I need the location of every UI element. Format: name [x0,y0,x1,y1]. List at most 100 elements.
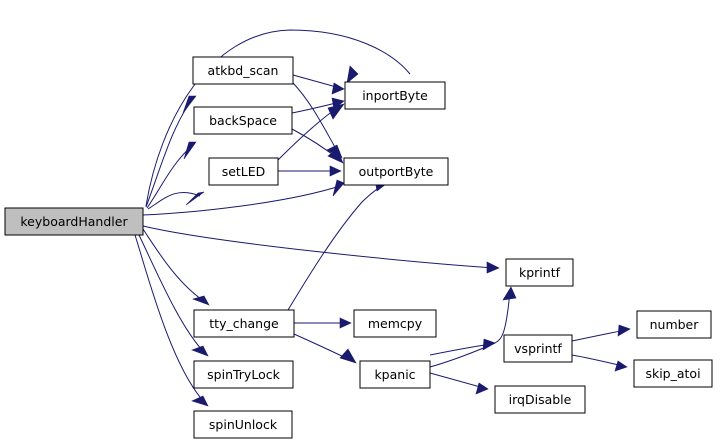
arrowhead-icon [191,345,209,357]
edge-line [292,74,341,89]
node-box[interactable] [193,106,293,135]
arrowhead-icon [614,360,628,372]
arrowhead-icon [191,395,209,407]
edge-line [429,372,485,389]
node-box[interactable] [353,309,437,338]
arrowhead-icon [502,286,517,301]
node-keyboardHandler[interactable]: keyboardHandler [4,207,144,236]
node-box[interactable] [505,258,574,287]
node-label: spinTryLock [207,367,280,382]
node-backSpace[interactable]: backSpace [193,106,293,135]
node-box[interactable] [193,410,293,439]
edge-line [147,191,201,210]
node-kprintf[interactable]: kprintf [505,258,574,287]
node-label: keyboardHandler [20,214,128,229]
edge-line [145,29,411,207]
edge-line [138,234,206,354]
edge-keyboardHandler-to-kprintf [142,225,500,274]
node-box[interactable] [359,360,431,389]
node-spinTryLock[interactable]: spinTryLock [193,360,294,389]
node-label: setLED [222,164,266,179]
node-outportByte[interactable]: outportByte [343,157,449,186]
edge-vsprintf-to-number [571,324,631,342]
edge-line [429,343,492,356]
arrowhead-icon [327,103,345,120]
node-setLED[interactable]: setLED [208,157,279,186]
node-box[interactable] [344,81,446,110]
arrowhead-icon [327,148,344,164]
edge-line [571,354,624,367]
node-box[interactable] [636,310,712,339]
edge-line [142,225,496,269]
edge-line [287,182,387,311]
arrowhead-icon [192,295,210,306]
node-box[interactable] [633,359,713,388]
edge-tty_change-to-kpanic [293,333,357,364]
edge-keyboardHandler-to-tty_change [142,228,210,306]
edge-tty_change-to-outportByte [287,179,391,311]
arrowhead-icon [617,324,631,337]
arrowhead-icon [183,141,197,160]
node-label: inportByte [362,88,428,103]
edge-keyboardHandler-to-outportByte [142,179,345,216]
arrowhead-icon [182,95,197,114]
node-inportByte[interactable]: inportByte [344,81,446,110]
node-label: kpanic [374,367,415,382]
node-number[interactable]: number [636,310,712,339]
node-label: tty_change [209,316,279,331]
node-box[interactable] [208,157,279,186]
edge-kpanic-to-vsprintf [429,338,496,356]
node-skip_atoi[interactable]: skip_atoi [633,359,713,388]
arrowhead-icon [482,338,496,351]
node-box[interactable] [343,157,449,186]
node-vsprintf[interactable]: vsprintf [503,334,573,363]
node-memcpy[interactable]: memcpy [353,309,437,338]
node-label: spinUnlock [209,417,278,432]
edges-layer [134,29,631,407]
node-label: backSpace [209,113,277,128]
edge-keyboardHandler-to-spinUnlock [134,234,209,407]
node-label: outportByte [359,164,434,179]
node-spinUnlock[interactable]: spinUnlock [193,410,293,439]
node-box[interactable] [193,309,295,338]
edge-setLED-to-inportByte [277,103,345,161]
edge-keyboardHandler-to-inportByte [145,29,411,207]
edge-keyboardHandler-to-spinTryLock [138,234,209,357]
node-box[interactable] [4,207,144,236]
node-label: skip_atoi [645,366,700,381]
arrowhead-icon [332,179,345,197]
node-box[interactable] [503,334,573,363]
edge-line [134,234,206,404]
arrowhead-icon [475,382,489,395]
edge-kpanic-to-kprintf [429,286,517,368]
edge-kpanic-to-irqDisable [429,372,489,395]
node-box[interactable] [192,56,294,85]
edge-tty_change-to-memcpy [294,317,352,329]
node-box[interactable] [193,360,294,389]
node-box[interactable] [494,385,586,414]
node-label: irqDisable [509,392,572,407]
edge-keyboardHandler-to-setLED [147,191,205,210]
node-irqDisable[interactable]: irqDisable [494,385,586,414]
node-atkbd_scan[interactable]: atkbd_scan [192,56,294,85]
edge-atkbd_scan-to-inportByte [292,74,345,95]
edge-line [145,99,193,208]
arrowhead-icon [329,165,342,177]
arrowhead-icon [339,317,352,329]
edge-backSpace-to-outportByte [291,128,344,164]
arrowhead-icon [185,191,205,206]
node-label: memcpy [368,316,423,331]
node-label: number [650,317,700,332]
edge-line [142,228,206,303]
node-label: vsprintf [514,341,562,356]
node-kpanic[interactable]: kpanic [359,360,431,389]
arrowhead-icon [339,348,357,364]
edge-vsprintf-to-skip_atoi [571,354,628,372]
node-tty_change[interactable]: tty_change [193,309,295,338]
edge-keyboardHandler-to-backSpace [146,141,197,209]
nodes-layer: keyboardHandler atkbd_scan backSpace setLED… [4,56,713,439]
edge-line [429,290,511,368]
edge-line [142,185,341,216]
